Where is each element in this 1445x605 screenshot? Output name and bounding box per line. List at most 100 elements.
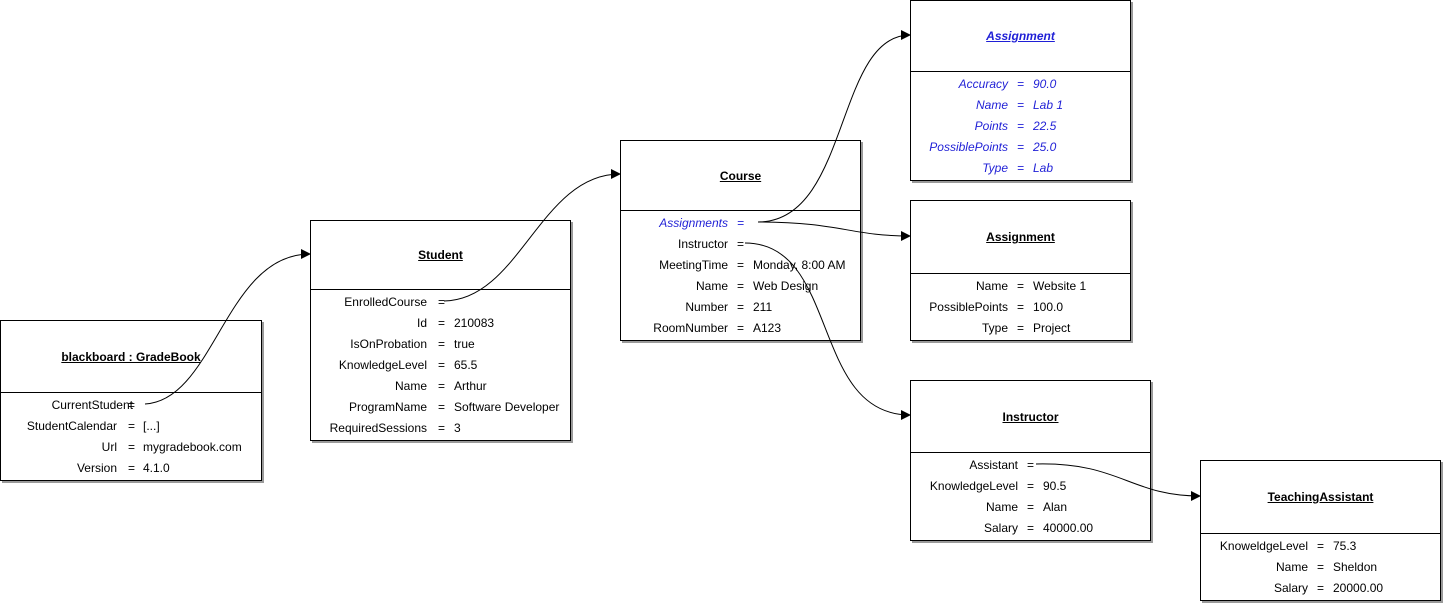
equals-sign: = bbox=[128, 419, 136, 433]
object-header: Assignment bbox=[911, 201, 1130, 274]
equals-sign: = bbox=[1027, 458, 1035, 472]
property-name: Name bbox=[975, 98, 1008, 112]
property-name: Assignments bbox=[659, 216, 728, 230]
property-value: 90.0 bbox=[1033, 77, 1057, 91]
equals-sign: = bbox=[1017, 98, 1025, 112]
property-value: Alan bbox=[1043, 500, 1068, 514]
property-row: Accuracy = 90.0 bbox=[911, 74, 1130, 95]
equals-sign: = bbox=[128, 440, 136, 454]
property-value: Software Developer bbox=[454, 400, 560, 414]
equals-sign: = bbox=[1017, 119, 1025, 133]
property-value: 65.5 bbox=[454, 358, 478, 372]
equals-sign: = bbox=[1017, 300, 1025, 314]
property-name: KnoweldgeLevel bbox=[1219, 539, 1308, 553]
equals-sign: = bbox=[737, 321, 745, 335]
property-value: A123 bbox=[753, 321, 782, 335]
property-name: KnowledgeLevel bbox=[929, 479, 1018, 493]
equals-sign: = bbox=[737, 258, 745, 272]
object-title: Assignment bbox=[986, 29, 1055, 43]
property-name: Name bbox=[394, 379, 427, 393]
property-value: [...] bbox=[143, 419, 160, 433]
property-row: KnoweldgeLevel=75.3 bbox=[1201, 536, 1440, 557]
property-row: Salary=40000.00 bbox=[911, 518, 1150, 539]
property-name: Url bbox=[101, 440, 117, 454]
course-object[interactable]: Course Assignments= Instructor= MeetingT… bbox=[620, 140, 861, 341]
property-row: Name=Alan bbox=[911, 497, 1150, 518]
property-name: Salary bbox=[1273, 581, 1308, 595]
equals-sign: = bbox=[1027, 500, 1035, 514]
property-name: Points bbox=[974, 119, 1008, 133]
property-name: Id bbox=[416, 316, 427, 330]
property-value: 211 bbox=[753, 300, 773, 314]
property-value: 25.0 bbox=[1033, 140, 1057, 154]
property-name: Name bbox=[1275, 560, 1308, 574]
property-name: KnowledgeLevel bbox=[338, 358, 427, 372]
property-name: PossiblePoints bbox=[929, 300, 1008, 314]
teachingassistant-object[interactable]: TeachingAssistant KnoweldgeLevel=75.3 Na… bbox=[1200, 460, 1441, 601]
equals-sign: = bbox=[438, 400, 446, 414]
property-value: 90.5 bbox=[1043, 479, 1067, 493]
property-row: Name = Lab 1 bbox=[911, 95, 1130, 116]
property-value: 4.1.0 bbox=[143, 461, 170, 475]
property-value: 100.0 bbox=[1033, 300, 1064, 314]
property-name: MeetingTime bbox=[659, 258, 728, 272]
equals-sign: = bbox=[1027, 521, 1035, 535]
property-row: Number=211 bbox=[621, 297, 860, 318]
property-row: Id=210083 bbox=[311, 313, 570, 334]
object-header: TeachingAssistant bbox=[1201, 461, 1440, 534]
property-row: Name=Website 1 bbox=[911, 276, 1130, 297]
object-title: blackboard : GradeBook bbox=[61, 349, 201, 364]
assignment-object-selected[interactable]: Assignment Accuracy = 90.0 Name = Lab 1 Poin… bbox=[910, 0, 1131, 181]
object-header: Instructor bbox=[911, 381, 1150, 453]
object-header: Course bbox=[621, 141, 860, 211]
property-row: RequiredSessions=3 bbox=[311, 418, 570, 439]
property-row: Points = 22.5 bbox=[911, 116, 1130, 137]
property-name: RequiredSessions bbox=[329, 421, 427, 435]
property-value: 22.5 bbox=[1033, 119, 1057, 133]
student-object[interactable]: Student EnrolledCourse= Id=210083 IsOnPr… bbox=[310, 220, 571, 441]
object-title: Student bbox=[418, 248, 463, 262]
property-name: RoomNumber bbox=[653, 321, 728, 335]
property-row: ProgramName=Software Developer bbox=[311, 397, 570, 418]
object-header: blackboard : GradeBook bbox=[1, 321, 261, 393]
equals-sign: = bbox=[1017, 77, 1025, 91]
property-value: 75.3 bbox=[1333, 539, 1357, 553]
property-value: Web Design bbox=[753, 279, 819, 293]
property-row: PossiblePoints = 100.0 bbox=[911, 297, 1130, 318]
equals-sign: = bbox=[438, 316, 446, 330]
property-value: true bbox=[454, 337, 475, 351]
object-title: Instructor bbox=[1002, 409, 1059, 424]
property-value: 20000.00 bbox=[1333, 581, 1384, 595]
property-name: Name bbox=[695, 279, 728, 293]
property-row: Version=4.1.0 bbox=[1, 458, 261, 479]
property-value: mygradebook.com bbox=[143, 440, 242, 454]
property-name: StudentCalendar bbox=[26, 419, 117, 433]
object-header: Assignment bbox=[911, 1, 1130, 72]
property-name: IsOnProbation bbox=[350, 337, 427, 351]
property-value: Project bbox=[1033, 321, 1071, 335]
equals-sign: = bbox=[438, 379, 446, 393]
property-name: Type bbox=[982, 161, 1008, 175]
property-name: CurrentStudent bbox=[51, 398, 133, 412]
instructor-object[interactable]: Instructor Assistant = KnowledgeLevel = 90.… bbox=[910, 380, 1151, 541]
property-value: Monday, 8:00 AM bbox=[753, 258, 846, 272]
assignment-object[interactable]: Assignment Name=Website 1 PossiblePoints… bbox=[910, 200, 1131, 341]
property-name: Assistant bbox=[969, 458, 1018, 472]
property-name: Accuracy bbox=[958, 77, 1008, 91]
property-row: Salary = 20000.00 bbox=[1201, 578, 1440, 599]
equals-sign: = bbox=[438, 295, 446, 309]
property-row: RoomNumber = A123 bbox=[621, 318, 860, 339]
equals-sign: = bbox=[1317, 581, 1325, 595]
equals-sign: = bbox=[737, 279, 745, 293]
property-row: EnrolledCourse= bbox=[311, 292, 570, 313]
property-row: Url = mygradebook.com bbox=[1, 437, 261, 458]
property-row: KnowledgeLevel=65.5 bbox=[311, 355, 570, 376]
property-name: Name bbox=[975, 279, 1008, 293]
property-row-selected: Assignments= bbox=[621, 213, 860, 234]
property-value: Lab 1 bbox=[1033, 98, 1064, 112]
gradebook-object[interactable]: blackboard : GradeBook CurrentStudent = S… bbox=[0, 320, 262, 481]
property-name: Instructor bbox=[677, 237, 728, 251]
property-value: Lab bbox=[1033, 161, 1054, 175]
property-row: Instructor= bbox=[621, 234, 860, 255]
property-row: Name = Web Design bbox=[621, 276, 860, 297]
